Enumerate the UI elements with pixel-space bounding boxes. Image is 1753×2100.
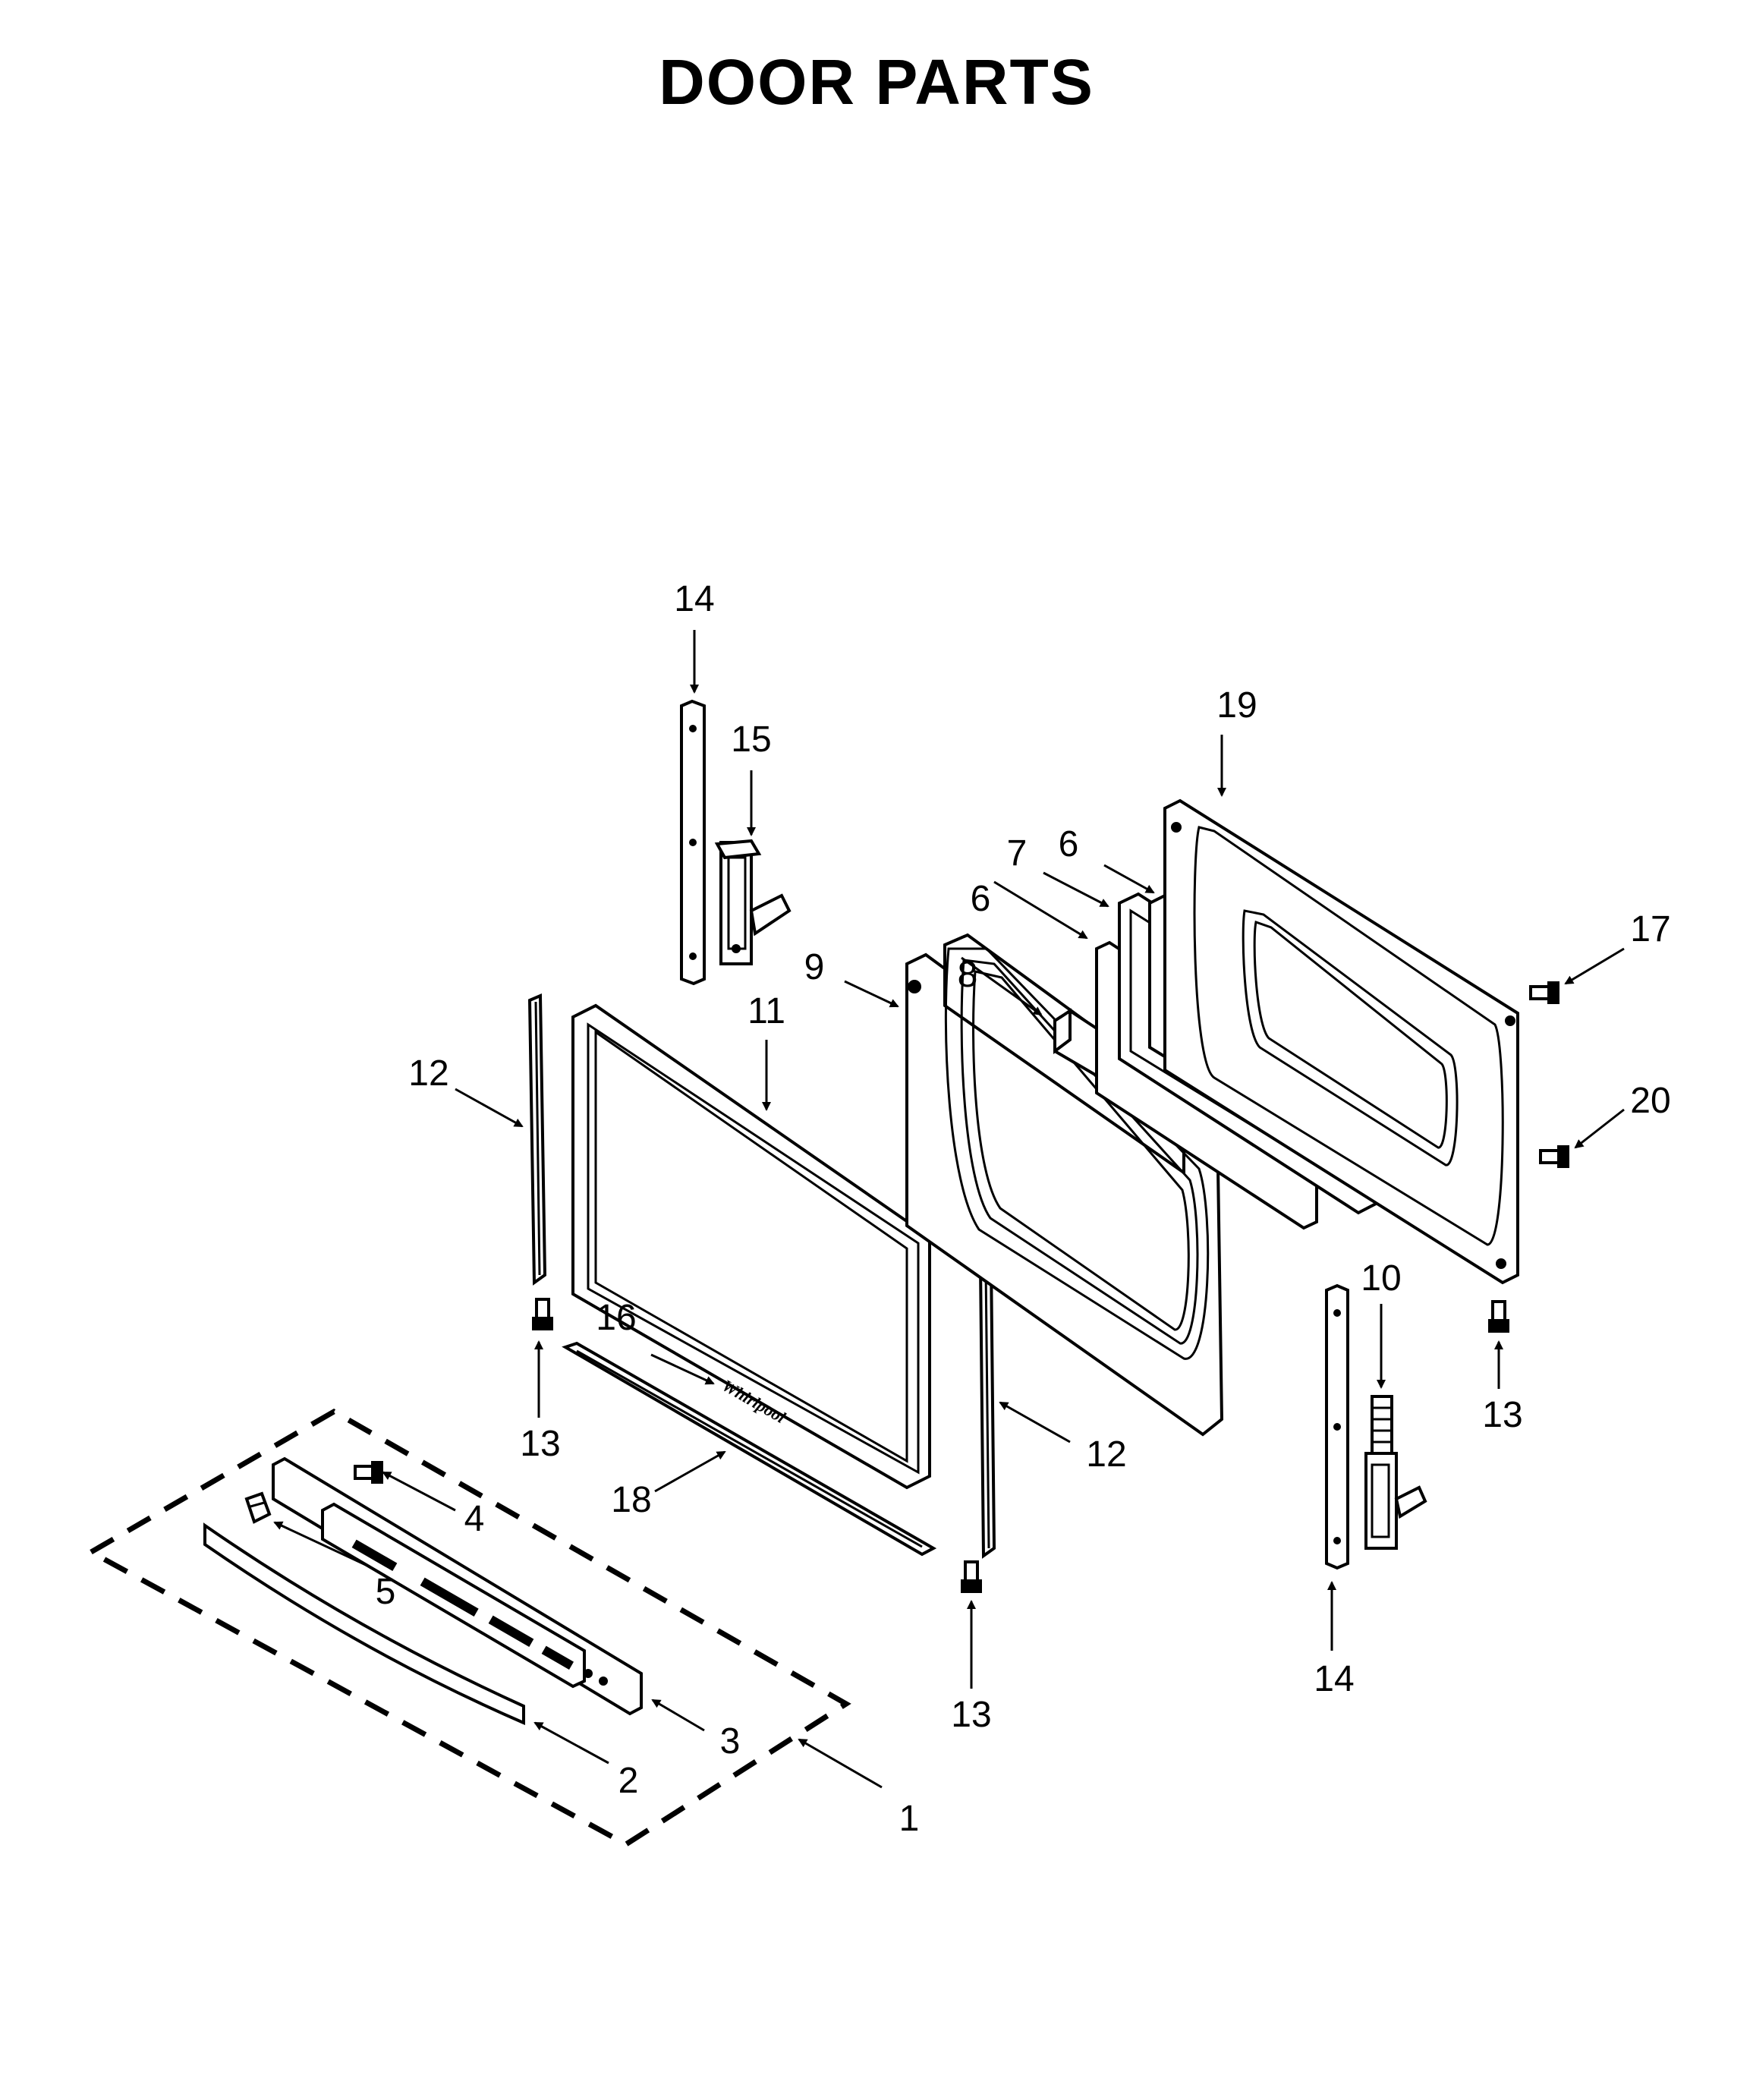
callout-13-left: 13 <box>520 1424 560 1464</box>
callout-10: 10 <box>1361 1258 1401 1299</box>
callout-12-left: 12 <box>408 1053 448 1094</box>
callout-15: 15 <box>731 719 771 760</box>
callout-9: 9 <box>804 947 825 987</box>
callout-20: 20 <box>1630 1081 1670 1121</box>
door-side-trim-left <box>527 993 547 1286</box>
callout-1: 1 <box>899 1799 920 1839</box>
callout-2: 2 <box>618 1761 639 1801</box>
callout-14-top: 14 <box>674 579 714 619</box>
screw-17 <box>1529 981 1559 1004</box>
callout-13-right: 13 <box>1482 1395 1522 1435</box>
handle-end-cap <box>244 1491 272 1524</box>
hinge-receiver-bottom <box>1325 1283 1349 1570</box>
callout-11: 11 <box>747 991 785 1031</box>
callout-13-center: 13 <box>951 1695 991 1735</box>
callout-4: 4 <box>464 1499 485 1539</box>
outer-door-panel: Whirlpool <box>562 1003 937 1557</box>
callout-18: 18 <box>611 1480 651 1520</box>
callout-5: 5 <box>376 1572 396 1612</box>
callout-3: 3 <box>720 1721 741 1762</box>
screw-left <box>532 1298 553 1330</box>
screw-20 <box>1539 1145 1569 1168</box>
callout-14-bottom: 14 <box>1314 1659 1354 1699</box>
diagram-title: DOOR PARTS <box>659 46 1094 118</box>
callout-6-upper: 6 <box>1059 824 1079 864</box>
callout-6-lower: 6 <box>971 879 991 919</box>
callout-17: 17 <box>1630 909 1670 949</box>
callout-7: 7 <box>1007 833 1028 874</box>
screw-right <box>1488 1300 1509 1333</box>
door-side-trim-right <box>978 1258 996 1559</box>
door-hinge-top <box>714 839 792 965</box>
handle-screw <box>354 1461 383 1484</box>
callout-8: 8 <box>958 955 978 995</box>
callout-16: 16 <box>596 1298 636 1338</box>
screw-center <box>961 1560 982 1593</box>
hinge-receiver-top <box>680 699 706 986</box>
door-liner <box>1163 798 1519 1285</box>
callout-12-right: 12 <box>1086 1434 1126 1475</box>
door-handle-assembly <box>85 1408 851 1848</box>
callout-19: 19 <box>1216 685 1257 726</box>
door-hinge-bottom <box>1364 1395 1427 1550</box>
